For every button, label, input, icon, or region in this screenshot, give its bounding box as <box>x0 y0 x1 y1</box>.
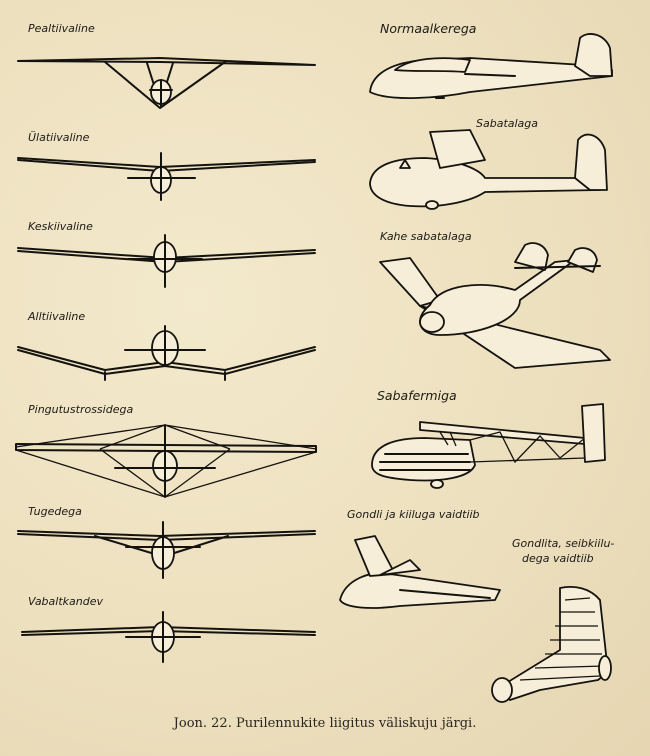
figure-caption: Joon. 22. Purilennukite liigitus välisku… <box>0 716 650 731</box>
label-sabatalaga: Sabatalaga <box>476 118 538 130</box>
glider-side-tail-boom <box>370 130 607 209</box>
label-gondlita-line1: Gondlita, seibkiilu- <box>512 538 614 550</box>
label-vabaltkandev: Vabaltkandev <box>28 596 103 608</box>
glider-front-strut-braced <box>18 522 315 578</box>
glider-front-low-wing <box>18 326 315 380</box>
label-tugedega: Tugedega <box>28 506 82 518</box>
label-kahe-sabatalaga: Kahe sabatalaga <box>380 231 472 243</box>
glider-front-wire-braced <box>16 425 316 497</box>
label-gondli-kiiluga: Gondli ja kiiluga vaidtiib <box>347 509 480 521</box>
glider-twin-boom <box>380 243 610 368</box>
glider-flying-wing-endplates <box>492 587 611 702</box>
label-alltiivaline: Alltiivaline <box>28 311 85 323</box>
label-gondlita-line2: dega vaidtiib <box>522 553 594 565</box>
glider-flying-wing-nacelle <box>340 536 500 608</box>
glider-front-high-wing <box>18 153 315 200</box>
label-sabafermiga: Sabafermiga <box>377 389 457 402</box>
glider-front-cantilever <box>22 612 315 662</box>
glider-front-mid-wing <box>18 235 315 287</box>
label-pealtiivaline: Pealtiivaline <box>28 23 95 35</box>
label-normaalkerega: Normaalkerega <box>380 22 476 35</box>
glider-side-normal-fuselage <box>370 34 612 98</box>
glider-truss-tail <box>372 404 605 488</box>
label-ulatiivaline: Ülatiivaline <box>28 132 89 144</box>
glider-front-parasol <box>18 58 315 108</box>
label-pingutustrossidega: Pingutustrossidega <box>28 404 133 416</box>
label-keskiivaline: Keskiivaline <box>28 221 93 233</box>
